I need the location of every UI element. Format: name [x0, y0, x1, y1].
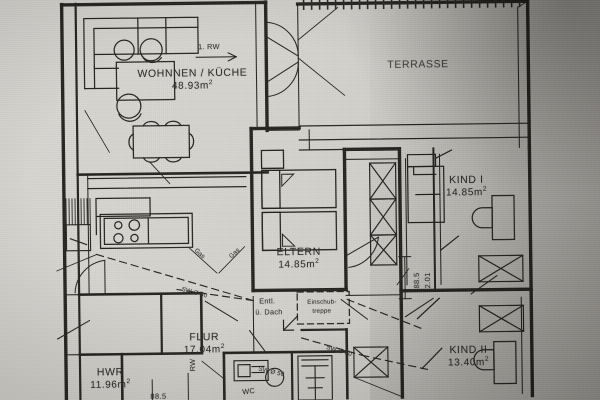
room-area-kind-2: 13.40m2 [447, 355, 490, 369]
room-area-flur: 17.04m2 [183, 342, 226, 356]
annotation-rw-bottom: RW [187, 358, 198, 372]
annotation-treppe-line1: Einschub- [307, 298, 337, 306]
eltern-beds [260, 149, 338, 252]
room-label-kind-1: KIND I 14.85m2 [446, 174, 487, 199]
dimension-bottom-left: 88.5 [150, 391, 167, 400]
thin-wall-lines [64, 1, 523, 394]
dimension-ticks [151, 256, 412, 400]
room-label-wc: WC [241, 385, 256, 397]
living-room-furniture [65, 16, 247, 252]
annotation-treppe-line2: treppe [312, 307, 332, 315]
room-name-flur: FLUR [189, 330, 220, 344]
vent-arrow [282, 315, 299, 332]
annotation-rw-top: 1. RW [198, 41, 220, 52]
room-area-kind-1: 14.85m2 [445, 185, 488, 199]
rw-arrow [195, 52, 237, 62]
wardrobe-units [368, 161, 525, 333]
bath-fixtures [233, 346, 389, 400]
measure-lines [56, 0, 529, 398]
room-name-kind-2: KIND II [449, 343, 488, 357]
annotation-entl-line1: Entl. [259, 296, 276, 306]
dimension-right-a: 88.5 [411, 272, 422, 289]
kind-1-furniture [406, 149, 516, 252]
hatch-left-wall [65, 198, 91, 226]
duct-runs [95, 253, 433, 372]
door-swings [56, 21, 498, 354]
room-name-eltern: ELTERN [276, 245, 321, 259]
room-label-flur: FLUR 17.04m2 [184, 331, 225, 356]
room-area-hwr: 11.96m2 [90, 378, 131, 391]
room-area-wohnen-kueche: 48.93m2 [171, 79, 214, 92]
room-name-wohnen-kueche: WOHNNEN / KÜCHE [137, 66, 248, 80]
room-label-eltern: ELTERN 14.85m2 [277, 246, 322, 271]
room-label-kind-2: KIND II 13.40m2 [448, 344, 489, 369]
terrace-lines [298, 122, 530, 151]
dimension-right-b: 2.01 [422, 272, 433, 289]
room-name-hwr: HWR [96, 366, 124, 379]
annotation-entl-line2: ü. Dach [255, 307, 283, 317]
room-label-terrasse: TERRASSE [387, 58, 449, 71]
kind-2-furniture [416, 297, 517, 385]
top-hatch-band [302, 0, 521, 10]
room-label-wohnen-kueche: WOHNNEN / KÜCHE 48.93m2 [137, 67, 247, 93]
structural-walls [59, 0, 535, 400]
room-area-eltern: 14.85m2 [278, 257, 320, 271]
room-name-kind-1: KIND I [449, 173, 484, 187]
room-label-hwr: HWR 11.96m2 [90, 366, 131, 391]
loft-ladder-outline [296, 290, 351, 325]
